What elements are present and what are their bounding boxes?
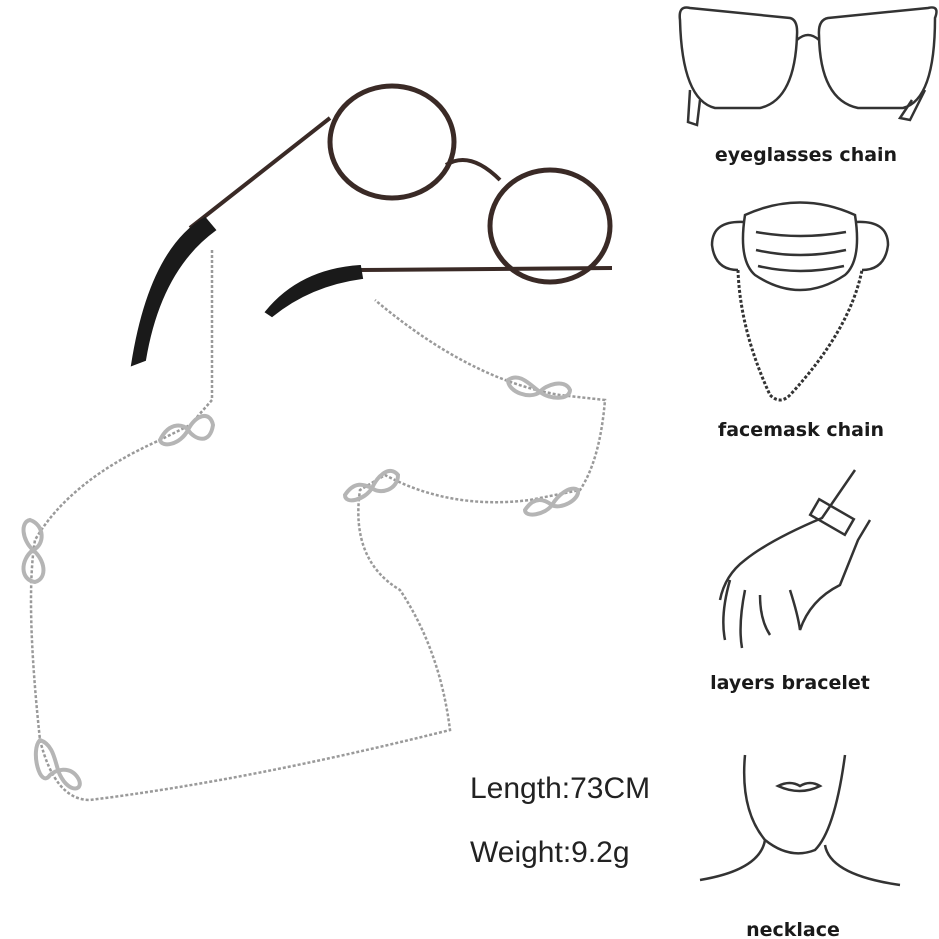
infinity-links [21,375,581,791]
glasses-illustration [130,83,613,367]
left-temple-tip [130,216,217,367]
bracelet-hand-icon [718,469,872,649]
necklace-label: necklace [746,919,840,939]
right-temple-tip [264,264,364,318]
weight-spec: Weight:9.2g [470,836,630,869]
left-lens [327,83,457,201]
bridge [444,158,502,182]
left-temple [188,116,332,230]
length-spec: Length:73CM [470,772,651,805]
facemask-icon [710,201,890,402]
facemask-chain-label: facemask chain [717,419,885,441]
chain [29,250,607,802]
right-lens [487,167,613,285]
eyeglasses-icon [678,6,938,127]
necklace-icon [699,754,901,887]
eyeglasses-chain-label: eyeglasses chain [714,144,898,166]
right-temple [359,266,613,272]
layers-bracelet-label: layers bracelet [710,672,870,694]
